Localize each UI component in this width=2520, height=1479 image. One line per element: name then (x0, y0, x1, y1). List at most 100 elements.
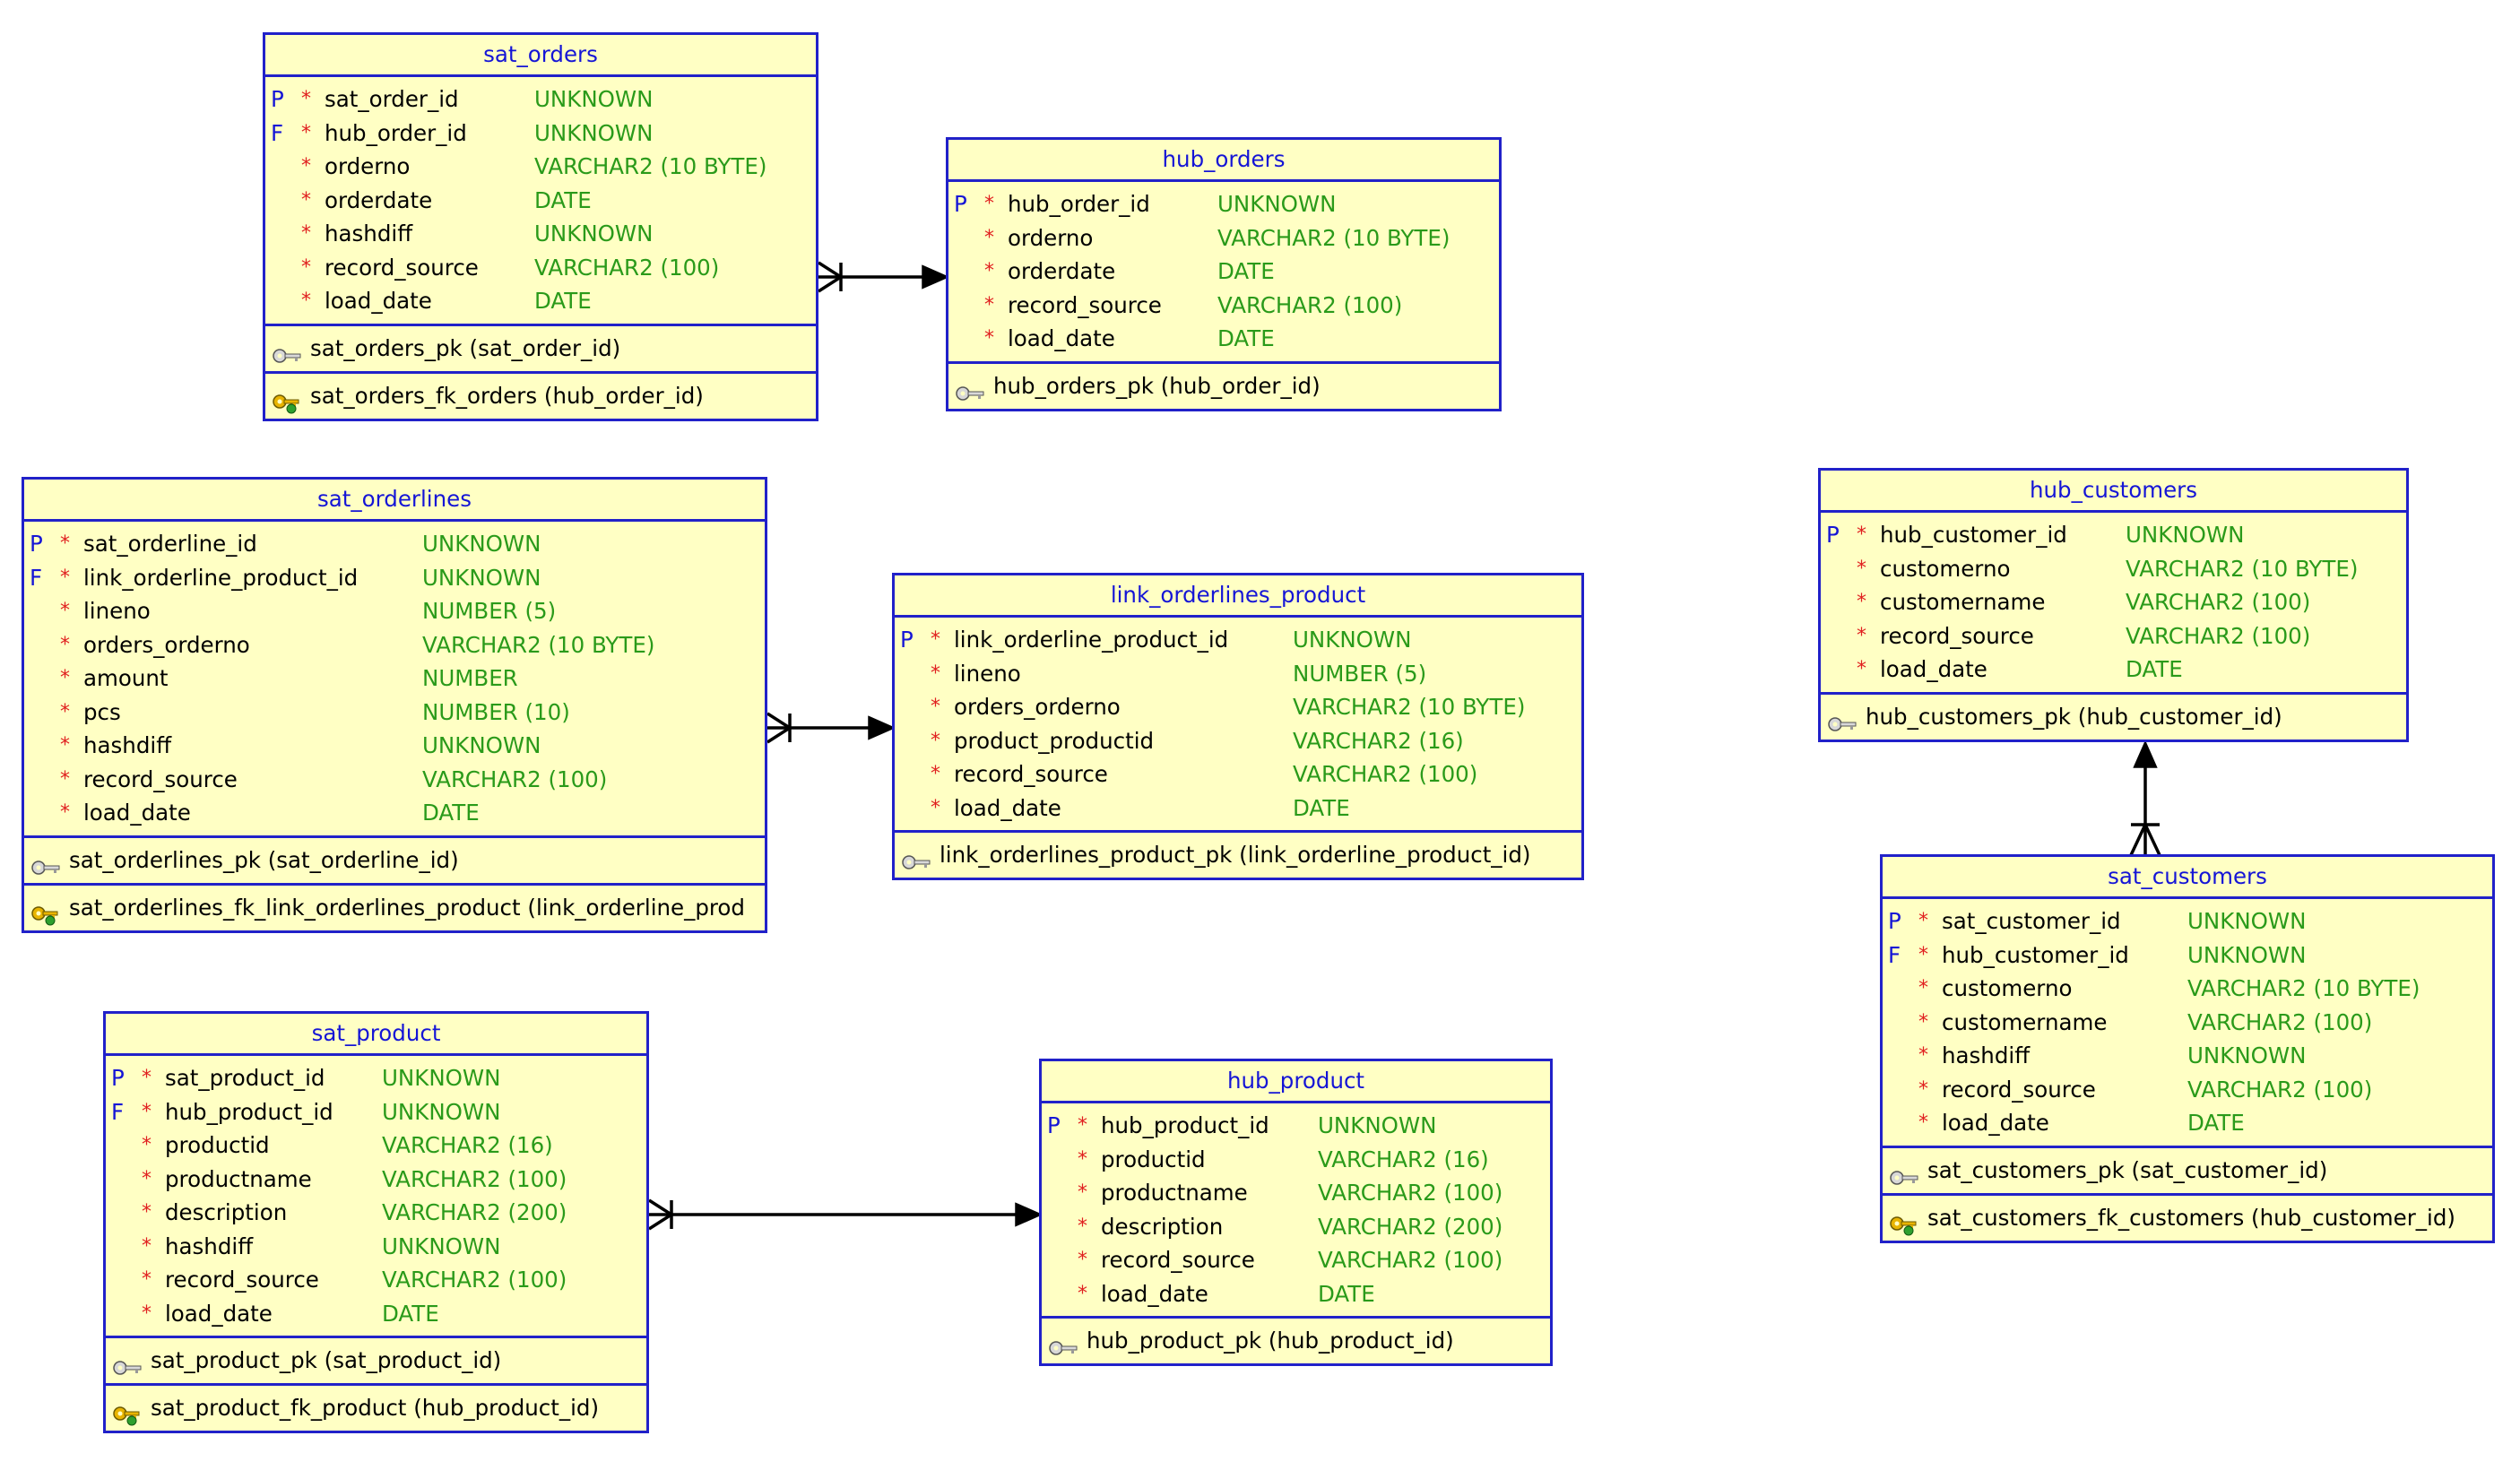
column-row[interactable]: *record_sourceVARCHAR2 (100) (265, 251, 816, 285)
column-type: NUMBER (5) (422, 594, 556, 628)
column-row[interactable]: P*sat_orderline_idUNKNOWN (24, 527, 765, 561)
column-row[interactable]: F*hub_order_idUNKNOWN (265, 117, 816, 151)
column-name: record_source (954, 757, 1108, 791)
column-row[interactable]: *productnameVARCHAR2 (100) (1042, 1176, 1550, 1210)
column-row[interactable]: P*sat_product_idUNKNOWN (106, 1061, 646, 1095)
foreign-key-row[interactable]: sat_customers_fk_customers (hub_customer… (1883, 1193, 2492, 1241)
mandatory-marker: * (142, 1263, 152, 1297)
column-type: VARCHAR2 (100) (422, 763, 607, 797)
column-row[interactable]: *hashdiffUNKNOWN (24, 729, 765, 763)
column-row[interactable]: *load_dateDATE (1821, 653, 2406, 687)
relationship-sat-customers-hub-customers[interactable] (2131, 744, 2160, 855)
column-row[interactable]: *productidVARCHAR2 (16) (106, 1129, 646, 1163)
column-type: UNKNOWN (422, 527, 541, 561)
primary-key-row[interactable]: hub_product_pk (hub_product_id) (1042, 1316, 1550, 1363)
entity-link-orderlines-product[interactable]: link_orderlines_productP*link_orderline_… (892, 573, 1584, 880)
column-row[interactable]: *pcsNUMBER (10) (24, 696, 765, 730)
entity-sat-product[interactable]: sat_productP*sat_product_idUNKNOWNF*hub_… (103, 1011, 649, 1433)
primary-key-row[interactable]: sat_orderlines_pk (sat_orderline_id) (24, 835, 765, 883)
column-row[interactable]: *descriptionVARCHAR2 (200) (1042, 1210, 1550, 1244)
column-type: DATE (1293, 791, 1350, 826)
column-row[interactable]: *load_dateDATE (895, 791, 1581, 826)
relationship-sat-orders-hub-orders[interactable] (818, 263, 946, 291)
column-row[interactable]: *load_dateDATE (24, 796, 765, 830)
column-row[interactable]: *record_sourceVARCHAR2 (100) (895, 757, 1581, 791)
foreign-key-row[interactable]: sat_orderlines_fk_link_orderlines_produc… (24, 883, 765, 930)
relationship-sat-product-hub-product[interactable] (649, 1200, 1039, 1229)
column-row[interactable]: *record_sourceVARCHAR2 (100) (1042, 1243, 1550, 1277)
column-row[interactable]: *descriptionVARCHAR2 (200) (106, 1196, 646, 1230)
column-row[interactable]: *orders_ordernoVARCHAR2 (10 BYTE) (24, 628, 765, 662)
column-row[interactable]: *linenoNUMBER (5) (24, 594, 765, 628)
column-row[interactable]: P*sat_customer_idUNKNOWN (1883, 904, 2492, 938)
primary-key-row[interactable]: sat_product_pk (sat_product_id) (106, 1336, 646, 1383)
column-row[interactable]: F*link_orderline_product_idUNKNOWN (24, 561, 765, 595)
column-row[interactable]: *customernoVARCHAR2 (10 BYTE) (1883, 972, 2492, 1006)
mandatory-marker: * (1078, 1243, 1087, 1277)
column-row[interactable]: *record_sourceVARCHAR2 (100) (1821, 619, 2406, 653)
column-row[interactable]: *record_sourceVARCHAR2 (100) (24, 763, 765, 797)
column-row[interactable]: P*link_orderline_product_idUNKNOWN (895, 623, 1581, 657)
column-name: hub_customer_id (1942, 938, 2129, 973)
primary-key-row[interactable]: hub_orders_pk (hub_order_id) (948, 361, 1499, 409)
column-row[interactable]: F*hub_customer_idUNKNOWN (1883, 938, 2492, 973)
column-row[interactable]: P*hub_order_idUNKNOWN (948, 187, 1499, 221)
entity-sat-orders[interactable]: sat_ordersP*sat_order_idUNKNOWNF*hub_ord… (263, 32, 818, 421)
column-type: VARCHAR2 (100) (382, 1163, 567, 1197)
entity-title: sat_product (106, 1014, 646, 1056)
column-name: load_date (325, 284, 432, 318)
column-row[interactable]: *customernoVARCHAR2 (10 BYTE) (1821, 552, 2406, 586)
column-row[interactable]: *hashdiffUNKNOWN (265, 217, 816, 251)
column-row[interactable]: *load_dateDATE (1042, 1277, 1550, 1311)
entity-sat-customers[interactable]: sat_customersP*sat_customer_idUNKNOWNF*h… (1880, 854, 2495, 1243)
column-type: UNKNOWN (534, 117, 654, 151)
column-row[interactable]: *customernameVARCHAR2 (100) (1883, 1006, 2492, 1040)
column-row[interactable]: *hashdiffUNKNOWN (1883, 1039, 2492, 1073)
column-type: UNKNOWN (2187, 904, 2307, 938)
column-name: hashdiff (83, 729, 171, 763)
entity-hub-product[interactable]: hub_productP*hub_product_idUNKNOWN*produ… (1039, 1059, 1553, 1366)
primary-key-row[interactable]: hub_customers_pk (hub_customer_id) (1821, 692, 2406, 740)
column-row[interactable]: *load_dateDATE (106, 1297, 646, 1331)
primary-key-row[interactable]: sat_orders_pk (sat_order_id) (265, 324, 816, 371)
column-type: DATE (1318, 1277, 1375, 1311)
primary-key-row[interactable]: link_orderlines_product_pk (link_orderli… (895, 830, 1581, 878)
relationship-sat-orderlines-link-orderlines-product[interactable] (767, 714, 892, 742)
entity-hub-orders[interactable]: hub_ordersP*hub_order_idUNKNOWN*ordernoV… (946, 137, 1502, 411)
column-row[interactable]: P*hub_customer_idUNKNOWN (1821, 518, 2406, 552)
column-row[interactable]: *orderdateDATE (948, 255, 1499, 289)
column-row[interactable]: *productnameVARCHAR2 (100) (106, 1163, 646, 1197)
column-row[interactable]: *customernameVARCHAR2 (100) (1821, 585, 2406, 619)
column-row[interactable]: *record_sourceVARCHAR2 (100) (106, 1263, 646, 1297)
column-row[interactable]: *linenoNUMBER (5) (895, 657, 1581, 691)
mandatory-marker: * (931, 690, 940, 724)
primary-key-row[interactable]: sat_customers_pk (sat_customer_id) (1883, 1146, 2492, 1193)
mandatory-marker: * (984, 289, 994, 323)
column-row[interactable]: *record_sourceVARCHAR2 (100) (1883, 1073, 2492, 1107)
key-flag: P (954, 187, 967, 221)
column-row[interactable]: P*hub_product_idUNKNOWN (1042, 1109, 1550, 1143)
foreign-key-row[interactable]: sat_orders_fk_orders (hub_order_id) (265, 371, 816, 419)
column-row[interactable]: *load_dateDATE (265, 284, 816, 318)
foreign-key-icon (112, 1397, 144, 1433)
mandatory-marker: * (142, 1163, 152, 1197)
column-row[interactable]: F*hub_product_idUNKNOWN (106, 1095, 646, 1129)
key-text: sat_customers_fk_customers (hub_customer… (1927, 1205, 2455, 1231)
column-row[interactable]: *orders_ordernoVARCHAR2 (10 BYTE) (895, 690, 1581, 724)
column-row[interactable]: *orderdateDATE (265, 184, 816, 218)
column-row[interactable]: *record_sourceVARCHAR2 (100) (948, 289, 1499, 323)
column-row[interactable]: *hashdiffUNKNOWN (106, 1230, 646, 1264)
column-row[interactable]: *productidVARCHAR2 (16) (1042, 1143, 1550, 1177)
column-row[interactable]: *ordernoVARCHAR2 (10 BYTE) (948, 221, 1499, 255)
column-row[interactable]: *load_dateDATE (948, 322, 1499, 356)
entity-hub-customers[interactable]: hub_customersP*hub_customer_idUNKNOWN*cu… (1818, 468, 2409, 742)
column-row[interactable]: *amountNUMBER (24, 662, 765, 696)
column-row[interactable]: P*sat_order_idUNKNOWN (265, 82, 816, 117)
entity-sat-orderlines[interactable]: sat_orderlinesP*sat_orderline_idUNKNOWNF… (22, 477, 767, 933)
column-row[interactable]: *load_dateDATE (1883, 1106, 2492, 1140)
column-row[interactable]: *ordernoVARCHAR2 (10 BYTE) (265, 150, 816, 184)
mandatory-marker: * (984, 255, 994, 289)
column-row[interactable]: *product_productidVARCHAR2 (16) (895, 724, 1581, 758)
foreign-key-row[interactable]: sat_product_fk_product (hub_product_id) (106, 1383, 646, 1431)
mandatory-marker: * (142, 1297, 152, 1331)
